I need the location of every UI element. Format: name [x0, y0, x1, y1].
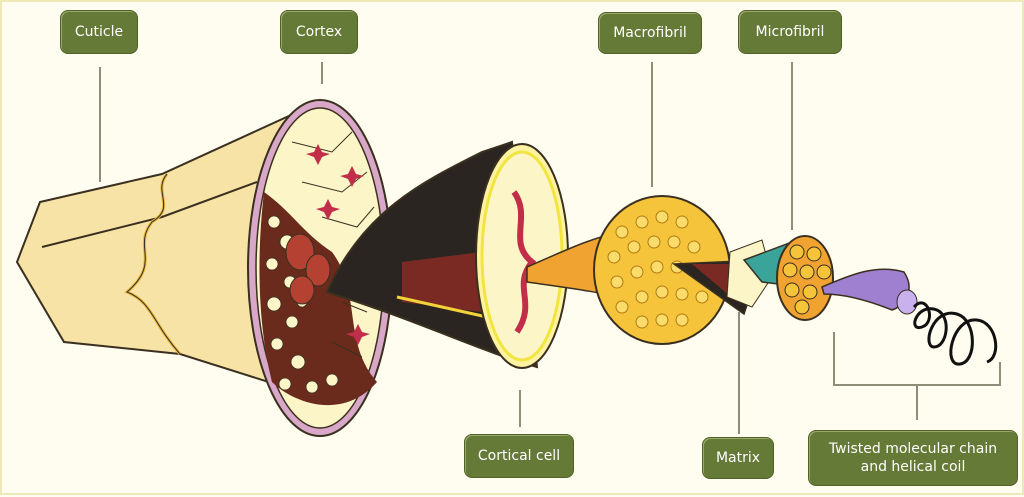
label-cuticle: Cuticle [60, 10, 138, 54]
label-cortex: Cortex [280, 10, 358, 54]
label-matrix: Matrix [702, 437, 774, 479]
cortical-cell [325, 140, 569, 369]
cortex-cross-section [247, 99, 393, 437]
label-twisted-chain: Twisted molecular chain and helical coil [808, 430, 1018, 486]
label-macrofibril: Macrofibril [598, 12, 702, 54]
microfibril [776, 235, 834, 321]
macrofibril [526, 195, 731, 345]
label-cortical-cell: Cortical cell [464, 434, 574, 478]
leader-lines [99, 62, 1001, 434]
twisted-chain-helix [821, 268, 998, 366]
label-microfibril: Microfibril [738, 10, 842, 54]
